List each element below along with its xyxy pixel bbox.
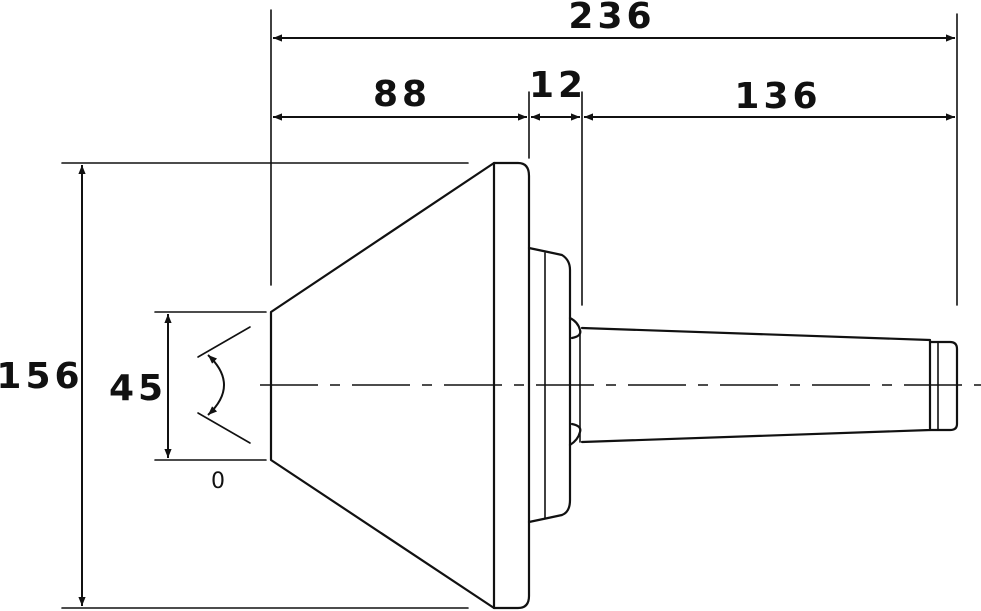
dimension-labels: 236 88 12 136 156 45 bbox=[0, 0, 821, 409]
dimension-lines bbox=[78, 34, 955, 606]
dim-label-156: 156 bbox=[0, 356, 84, 397]
angle-arc bbox=[207, 354, 225, 416]
angle-ray-upper bbox=[197, 326, 251, 358]
tang bbox=[928, 340, 959, 432]
dim-label-45: 45 bbox=[109, 368, 167, 409]
extension-lines bbox=[61, 9, 958, 609]
angle-marker: 0 bbox=[211, 469, 225, 494]
angle-ray-lower bbox=[197, 412, 251, 444]
flange bbox=[492, 161, 531, 610]
dim-label-88: 88 bbox=[373, 74, 431, 115]
dim-label-236: 236 bbox=[568, 0, 655, 37]
angle-indicator: 0 bbox=[197, 326, 251, 494]
dim-label-12: 12 bbox=[529, 65, 587, 106]
neck-groove bbox=[568, 316, 582, 447]
dim-label-136: 136 bbox=[734, 76, 821, 117]
